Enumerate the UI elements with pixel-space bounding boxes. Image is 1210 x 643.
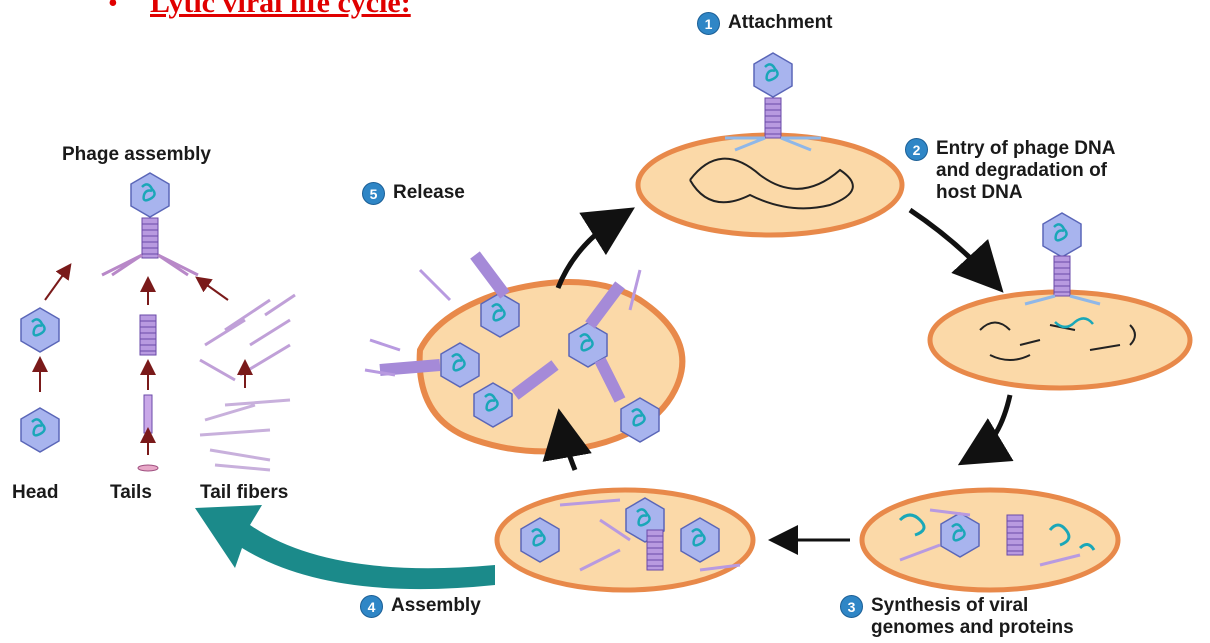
cell-release bbox=[365, 255, 682, 451]
step-5-release-label: 5 Release bbox=[362, 182, 465, 205]
step-4-badge: 4 bbox=[360, 595, 383, 618]
step-3-synthesis-label: 3 Synthesis of viral genomes and protein… bbox=[840, 595, 1074, 639]
step-3-badge: 3 bbox=[840, 595, 863, 618]
cell-synthesis bbox=[862, 490, 1118, 590]
big-arrow-to-assembly-parts bbox=[195, 505, 495, 589]
step-2-entry-label: 2 Entry of phage DNA and degradation of … bbox=[905, 138, 1115, 204]
cell-entry bbox=[930, 213, 1190, 388]
step-1-attachment-label: 1 Attachment bbox=[697, 12, 833, 35]
phage-assembly-art bbox=[21, 173, 295, 471]
part-tail-fibers-label: Tail fibers bbox=[200, 482, 288, 504]
arrow-attachment-to-entry bbox=[910, 210, 990, 278]
part-tails-label: Tails bbox=[110, 482, 152, 504]
arrow-release-to-attachment bbox=[558, 218, 618, 288]
step-5-badge: 5 bbox=[362, 182, 385, 205]
cell-attachment bbox=[638, 53, 902, 235]
step-1-badge: 1 bbox=[697, 12, 720, 35]
phage-assembly-heading: Phage assembly bbox=[62, 144, 211, 166]
step-2-badge: 2 bbox=[905, 138, 928, 161]
arrow-entry-to-synthesis bbox=[975, 395, 1010, 455]
step-4-assembly-label: 4 Assembly bbox=[360, 595, 481, 618]
cell-assembly bbox=[497, 490, 753, 590]
part-head-label: Head bbox=[12, 482, 58, 504]
